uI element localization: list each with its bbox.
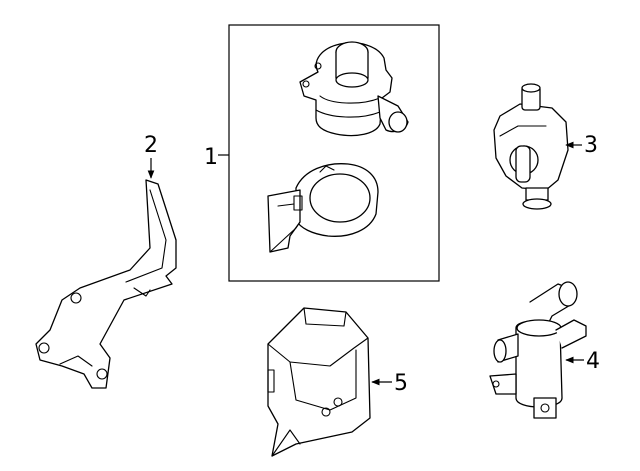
callout-5-label: 5 <box>394 371 408 396</box>
insulator-item-5 <box>267 307 371 457</box>
callout-2-label: 2 <box>144 133 158 158</box>
pump-item-3 <box>493 83 569 210</box>
callout-3-label: 3 <box>584 133 598 158</box>
bracket-item-2 <box>35 179 177 389</box>
group-box-item-1 <box>228 24 440 282</box>
pump-item-4 <box>489 281 587 419</box>
callout-1-label: 1 <box>204 145 218 170</box>
pump-bracket-item-1 <box>267 163 379 253</box>
pump-assembly-item-1 <box>299 41 409 137</box>
callout-4-label: 4 <box>586 349 600 374</box>
